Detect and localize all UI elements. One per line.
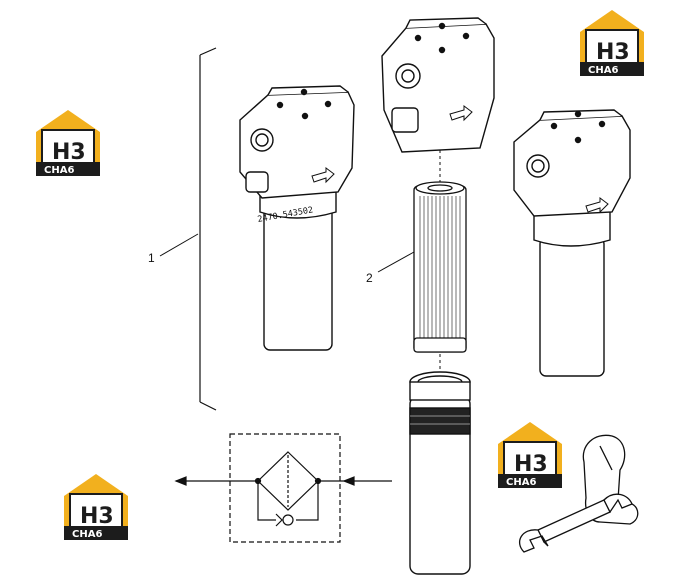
wrench-icon [519, 493, 633, 553]
svg-text:H3: H3 [514, 452, 548, 477]
filter-housing-left [239, 85, 355, 351]
brand-logo: H3 CHA6 [63, 473, 129, 541]
filter-element [413, 181, 467, 353]
svg-text:H3: H3 [52, 140, 86, 165]
callout-leader-1 [159, 233, 199, 257]
svg-text:CHA6: CHA6 [72, 529, 102, 540]
direction-arrow-icon [449, 105, 473, 122]
brand-logo: H3 CHA6 [35, 109, 101, 177]
svg-text:H3: H3 [596, 40, 630, 65]
filter-housing-right [513, 109, 631, 377]
callout-label-2: 2 [366, 271, 373, 285]
check-valve-icon [275, 513, 294, 527]
brand-logo: H3 CHA6 [579, 9, 645, 77]
direction-arrow-icon [585, 197, 609, 214]
direction-arrow-icon [311, 167, 335, 184]
callout-leader-2 [377, 251, 415, 273]
svg-text:CHA6: CHA6 [506, 477, 536, 488]
brand-logo: H3 CHA6 [497, 421, 563, 489]
svg-text:CHA6: CHA6 [44, 165, 74, 176]
svg-text:H3: H3 [80, 504, 114, 529]
filter-bowl [409, 371, 471, 575]
filter-head-middle [381, 17, 495, 153]
svg-text:CHA6: CHA6 [588, 65, 618, 76]
assembly-bracket [199, 47, 217, 411]
hydraulic-filter-symbol [174, 433, 392, 543]
callout-label-1: 1 [148, 251, 155, 265]
